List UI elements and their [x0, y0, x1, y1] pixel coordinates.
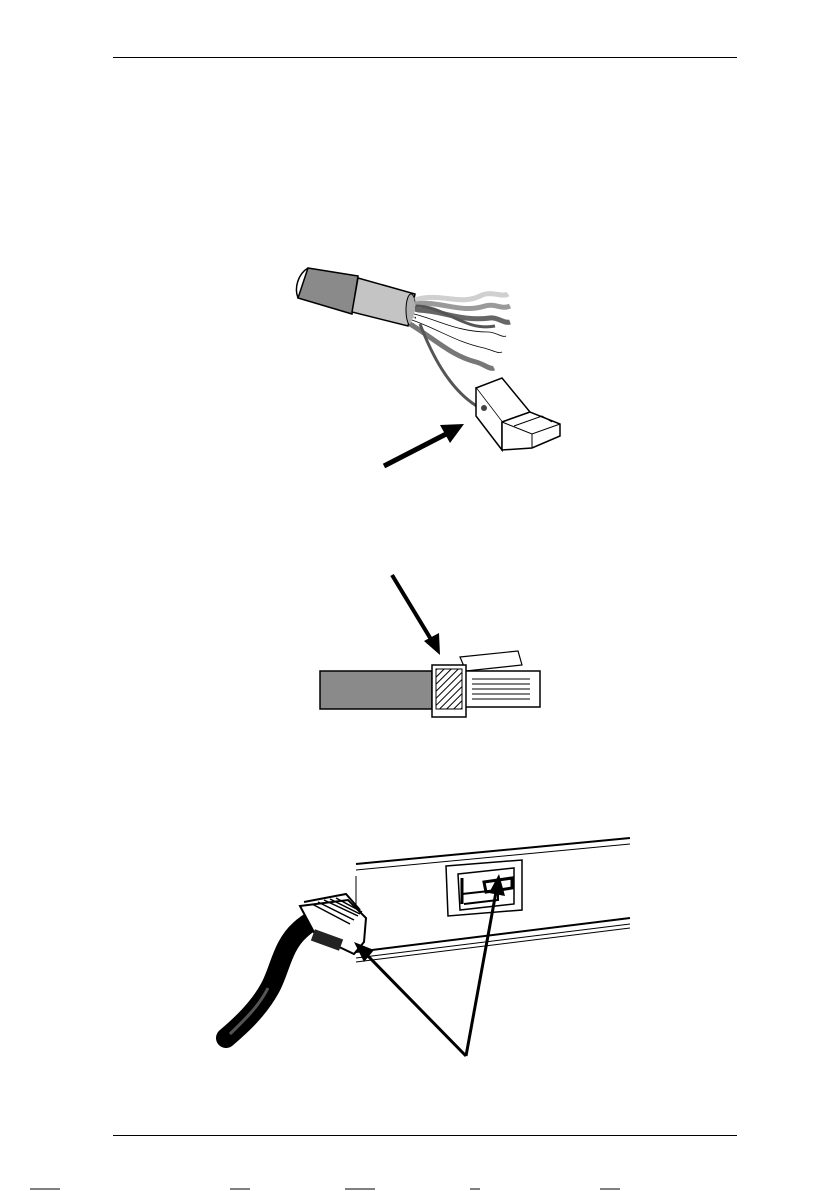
scan-edge-marks — [0, 1186, 823, 1191]
rj45-plug — [476, 378, 560, 450]
cable-shield — [352, 278, 415, 326]
pointer-arrow-icon — [392, 575, 440, 655]
cable-jacket — [320, 671, 432, 709]
wire-pair — [415, 294, 508, 300]
port-connection-icon — [200, 830, 650, 1070]
cable-jacket — [298, 268, 358, 314]
stripped-cable-icon — [280, 240, 600, 480]
rj45-port — [446, 860, 522, 916]
crimped-plug-icon — [300, 565, 560, 735]
header-rule — [113, 57, 737, 58]
rj45-plug — [460, 651, 540, 707]
plug-into-port-figure — [200, 830, 650, 1070]
pointer-arrow-icon — [384, 424, 464, 466]
crimp-ferrule-figure — [300, 565, 560, 735]
footer-rule — [113, 1135, 737, 1136]
cable-drain-wire-figure — [280, 240, 600, 480]
network-cable — [226, 914, 324, 1038]
